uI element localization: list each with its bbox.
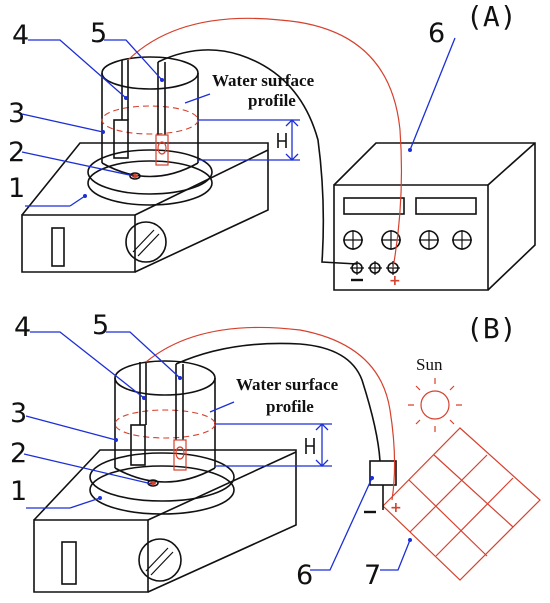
dc-power-supply: + bbox=[333, 142, 536, 291]
label-3-b: 3 bbox=[10, 398, 27, 429]
label-1-b: 1 bbox=[10, 476, 27, 507]
switch-slot-a bbox=[51, 227, 65, 267]
panel-b-label: (B) bbox=[466, 312, 517, 345]
label-7-b: 7 bbox=[364, 560, 381, 591]
height-dimension-b bbox=[215, 423, 332, 467]
label-4-b: 4 bbox=[14, 312, 31, 343]
black-wire-a bbox=[157, 49, 358, 265]
sun-label: Sun bbox=[416, 355, 443, 374]
panel-a: (A) 1 2 3 4 5 6 Water surface profile bbox=[8, 0, 536, 291]
display-right bbox=[415, 197, 477, 215]
leader-lines-b bbox=[23, 331, 412, 571]
magnetic-stirrer-a bbox=[21, 142, 269, 273]
leader-lines-a bbox=[21, 37, 456, 207]
knob-a bbox=[125, 221, 167, 263]
stir-bar-a bbox=[129, 172, 141, 180]
label-5-b: 5 bbox=[92, 310, 109, 341]
magnetic-stirrer-b bbox=[33, 449, 297, 593]
panel-b: (B) 1 2 3 4 5 6 7 Water surface profile bbox=[10, 310, 541, 593]
plus-sign-b: + bbox=[390, 500, 402, 516]
label-6-a: 6 bbox=[428, 18, 445, 49]
plus-sign-a: + bbox=[389, 273, 401, 289]
label-4-a: 4 bbox=[12, 20, 29, 51]
switch-slot-b bbox=[61, 541, 77, 585]
knob-b bbox=[138, 538, 182, 582]
stir-bar-dot-a bbox=[132, 174, 138, 178]
height-dimension-a bbox=[198, 119, 300, 161]
stirrer-platform-b bbox=[89, 452, 235, 502]
sun-icon bbox=[408, 378, 462, 432]
water-surface-callout-b-line1: Water surface bbox=[236, 375, 339, 394]
beaker-a bbox=[101, 56, 199, 178]
electrodes-b bbox=[130, 362, 187, 471]
display-left bbox=[343, 197, 405, 215]
label-6-b: 6 bbox=[296, 560, 313, 591]
water-surface-callout-a-line1: Water surface bbox=[212, 71, 315, 90]
label-3-a: 3 bbox=[8, 98, 25, 129]
controller-box bbox=[369, 460, 397, 486]
electrodes-a bbox=[113, 60, 169, 166]
label-2-a: 2 bbox=[8, 137, 25, 168]
red-wire-a bbox=[127, 17, 403, 269]
water-surface-callout-b-line2: profile bbox=[266, 397, 314, 416]
black-wire-b bbox=[175, 342, 381, 462]
solar-panel bbox=[382, 427, 541, 581]
panel-a-label: (A) bbox=[466, 0, 517, 33]
label-5-a: 5 bbox=[90, 18, 107, 49]
beaker-b bbox=[114, 360, 216, 483]
red-wire-b bbox=[145, 326, 396, 501]
water-surface-b bbox=[114, 409, 216, 439]
label-2-b: 2 bbox=[10, 438, 27, 469]
label-1-a: 1 bbox=[8, 173, 25, 204]
stirrer-platform-a bbox=[87, 149, 213, 206]
water-surface-callout-a-line2: profile bbox=[248, 91, 296, 110]
